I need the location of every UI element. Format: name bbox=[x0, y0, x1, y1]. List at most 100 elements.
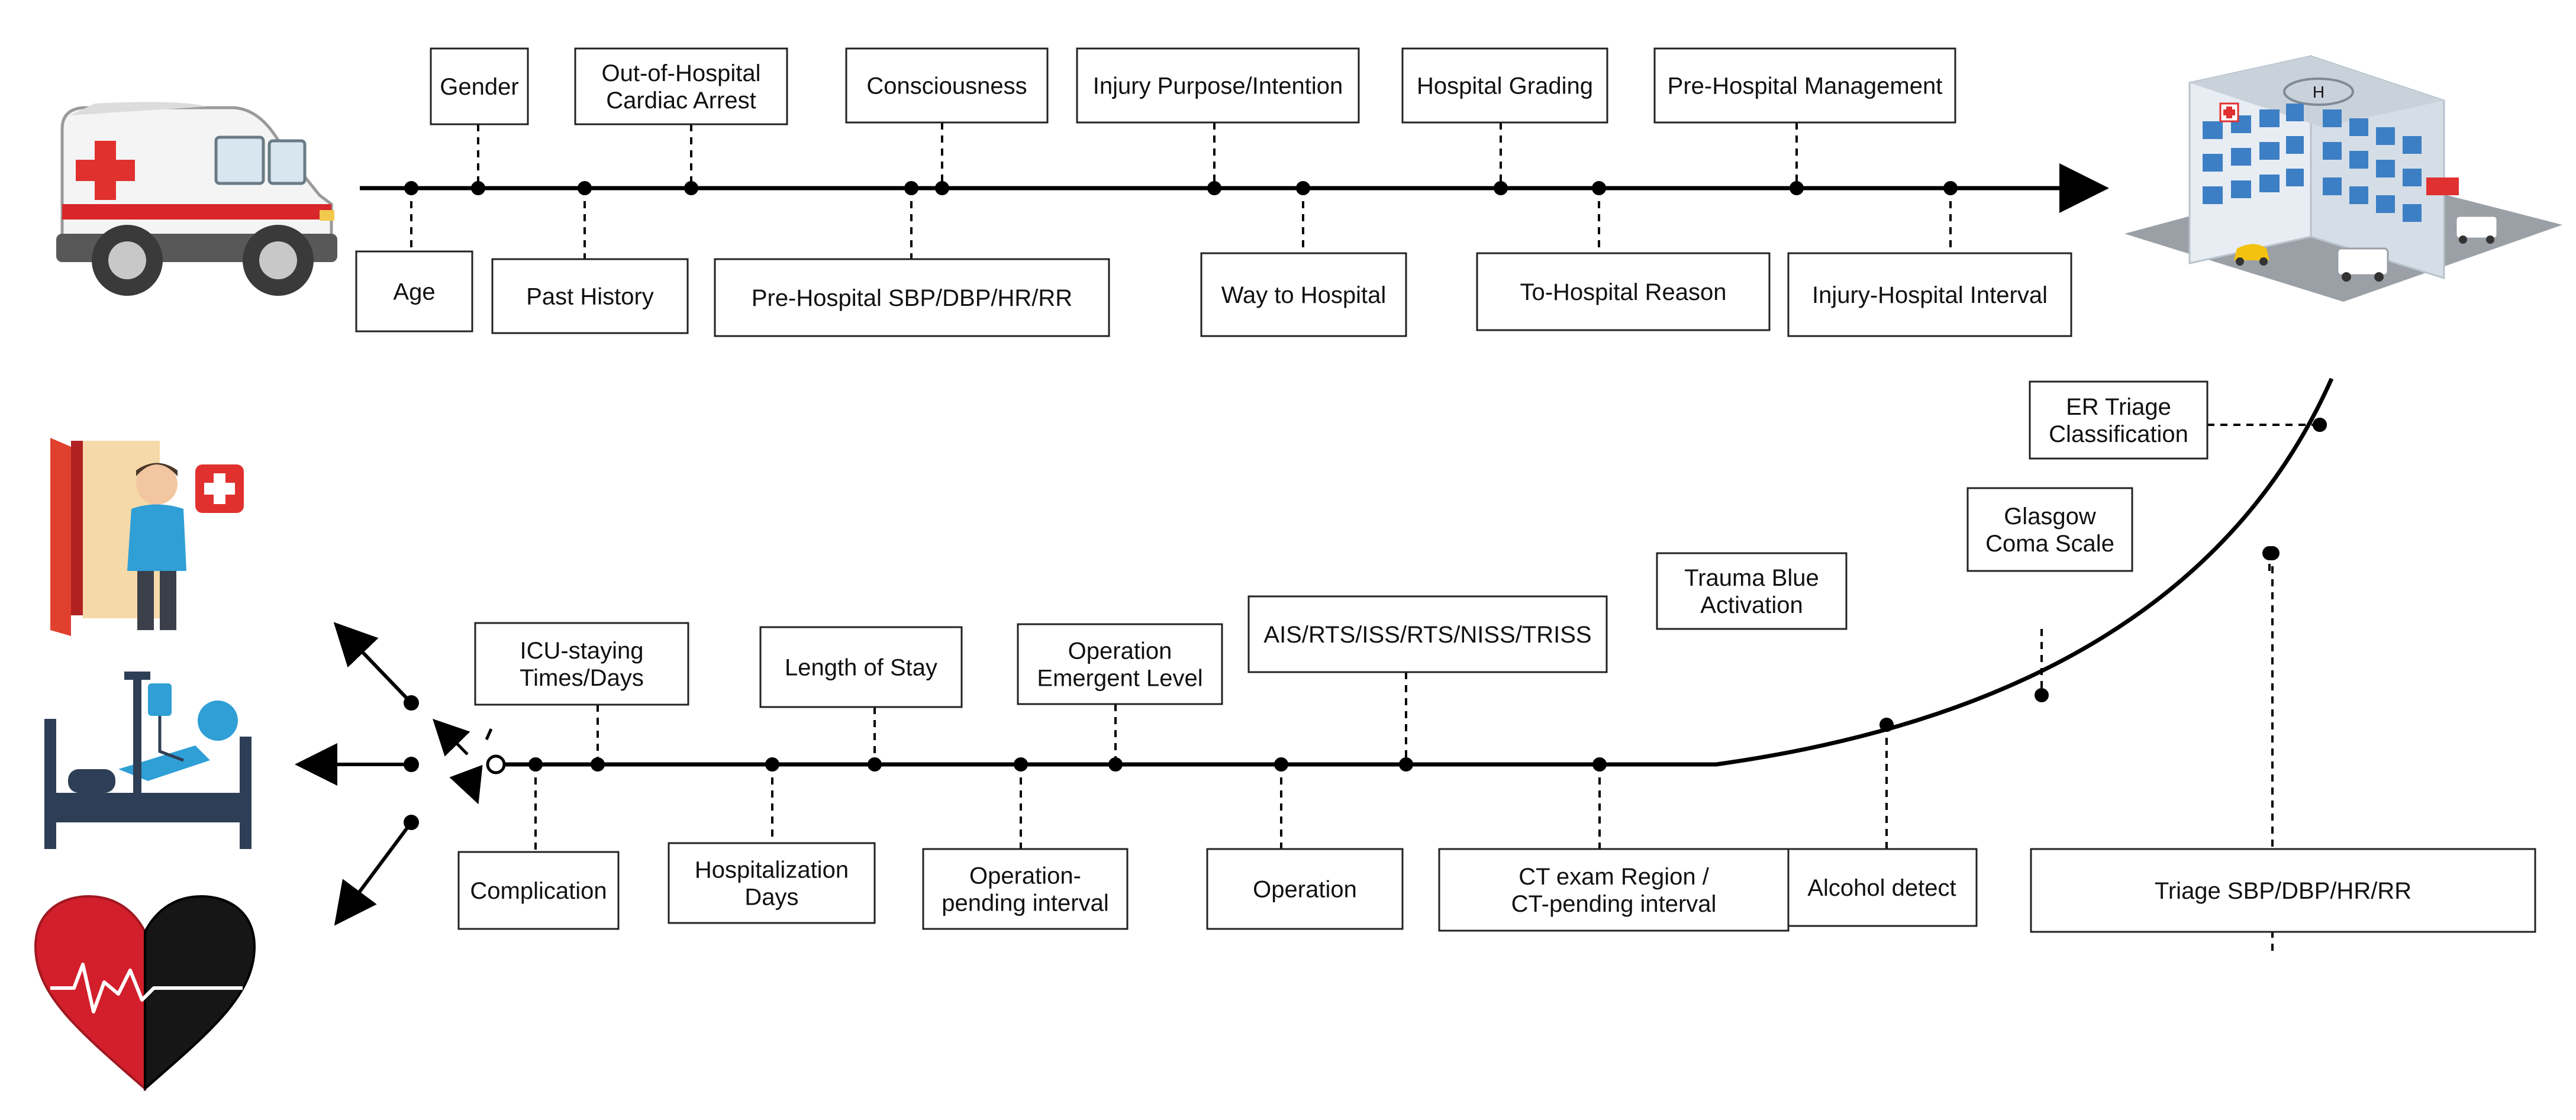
complication-label-box: Complication bbox=[457, 851, 620, 930]
operation-pending-box-frame bbox=[922, 848, 1129, 930]
way-to-hospital-box-frame bbox=[1200, 252, 1407, 337]
prehospital-management-label-box: Pre-Hospital Management bbox=[1653, 47, 1956, 124]
ambulance-icon bbox=[56, 102, 337, 296]
operation-level-label-line: Operation bbox=[1068, 638, 1172, 664]
glasgow-label-line: Coma Scale bbox=[1985, 531, 2114, 557]
ct-exam-label-line: CT-pending interval bbox=[1511, 891, 1717, 917]
er-triage-label-line: ER Triage bbox=[2066, 394, 2171, 420]
er-triage-box-frame bbox=[2029, 380, 2209, 460]
hospitalization-days-box-frame bbox=[668, 842, 876, 924]
heart-monitor-icon bbox=[34, 895, 256, 1092]
operation-pending-label-line: Operation- bbox=[969, 863, 1081, 889]
ct-exam-label-box: CT exam Region /CT-pending interval bbox=[1438, 848, 1790, 932]
ais-scores-label-box: AIS/RTS/ISS/RTS/NISS/TRISS bbox=[1247, 595, 1608, 673]
injury-hospital-interval-label-box: Injury-Hospital Interval bbox=[1787, 252, 2072, 337]
way-to-hospital-label-box: Way to Hospital bbox=[1200, 252, 1407, 337]
injury-purpose-box-frame bbox=[1076, 47, 1360, 124]
consciousness-label-line: Consciousness bbox=[866, 73, 1027, 99]
operation-box-frame bbox=[1206, 848, 1404, 930]
operation-level-box-frame bbox=[1017, 623, 1223, 705]
length-of-stay-label-line: Length of Stay bbox=[785, 655, 937, 681]
ct-exam-box-frame bbox=[1438, 848, 1790, 932]
age-label-box: Age bbox=[355, 250, 473, 333]
operation-label-box: Operation bbox=[1206, 848, 1404, 930]
timeline-point bbox=[2313, 418, 2327, 432]
way-to-hospital-label-line: Way to Hospital bbox=[1221, 282, 1387, 308]
complication-label-line: Complication bbox=[470, 878, 607, 904]
hospital-grading-box-frame bbox=[1401, 47, 1608, 124]
prehospital-vitals-label-box: Pre-Hospital SBP/DBP/HR/RR bbox=[714, 258, 1110, 337]
triage-vitals-label-box: Triage SBP/DBP/HR/RR bbox=[2030, 848, 2536, 933]
discharge-door-icon bbox=[50, 438, 244, 636]
operation-level-point bbox=[1108, 757, 1123, 772]
operation-pending-label-line: pending interval bbox=[942, 890, 1108, 916]
glasgow-label-line: Glasgow bbox=[2004, 503, 2096, 530]
ais-scores-point bbox=[1399, 757, 1413, 772]
trauma-blue-box-frame bbox=[1656, 552, 1848, 630]
hospital-bed-icon bbox=[44, 672, 252, 849]
age-box-frame bbox=[355, 250, 473, 333]
length-of-stay-point bbox=[868, 757, 882, 772]
injury-hospital-interval-box-frame bbox=[1787, 252, 2072, 337]
operation-label-line: Operation bbox=[1253, 877, 1357, 903]
way-to-hospital-point bbox=[1296, 181, 1310, 195]
prehospital-management-box-frame bbox=[1653, 47, 1956, 124]
gender-label-box: Gender bbox=[430, 47, 529, 125]
arrow-to-discharge bbox=[333, 622, 413, 705]
ohca-label-line: Cardiac Arrest bbox=[606, 88, 756, 114]
triage-vitals-label-line: Triage SBP/DBP/HR/RR bbox=[2155, 878, 2411, 904]
ohca-box-frame bbox=[574, 47, 788, 125]
hospitalization-days-point bbox=[765, 757, 779, 772]
outcome-arrows bbox=[295, 622, 493, 926]
triage-vitals-box-frame bbox=[2030, 848, 2536, 933]
to-hospital-reason-point bbox=[1592, 181, 1606, 195]
hospital-grading-label-box: Hospital Grading bbox=[1401, 47, 1608, 124]
length-of-stay-box-frame bbox=[759, 626, 963, 708]
dots-layer bbox=[404, 181, 2327, 772]
bottom-timeline-line bbox=[497, 377, 2334, 767]
hospitalization-days-label-line: Days bbox=[744, 885, 798, 911]
arrow-to-death bbox=[334, 821, 413, 926]
ohca-point bbox=[684, 181, 698, 195]
operation-point bbox=[1274, 757, 1288, 772]
svg-text:H: H bbox=[2313, 83, 2324, 101]
consciousness-label-box: Consciousness bbox=[845, 47, 1049, 124]
hospital-grading-point bbox=[1494, 181, 1508, 195]
hospitalization-days-label-line: Hospitalization bbox=[695, 857, 849, 883]
past-history-label-line: Past History bbox=[526, 284, 654, 310]
gender-point bbox=[471, 181, 485, 195]
trauma-blue-label-line: Trauma Blue bbox=[1684, 565, 1819, 591]
icu-staying-box-frame bbox=[474, 622, 689, 706]
injury-hospital-interval-label-line: Injury-Hospital Interval bbox=[1812, 282, 2048, 308]
ct-exam-label-line: CT exam Region / bbox=[1518, 864, 1710, 890]
complication-box-frame bbox=[457, 851, 620, 930]
past-history-box-frame bbox=[491, 258, 689, 334]
to-hospital-reason-box-frame bbox=[1476, 252, 1771, 331]
past-history-point bbox=[578, 181, 592, 195]
gender-box-frame bbox=[430, 47, 529, 125]
age-label-line: Age bbox=[393, 279, 435, 305]
prehospital-management-label-line: Pre-Hospital Management bbox=[1668, 73, 1943, 99]
operation-pending-label-box: Operation-pending interval bbox=[922, 848, 1129, 930]
past-history-label-box: Past History bbox=[491, 258, 689, 334]
consciousness-box-frame bbox=[845, 47, 1049, 124]
icu-staying-label-line: Times/Days bbox=[520, 665, 644, 691]
ais-scores-label-line: AIS/RTS/ISS/RTS/NISS/TRISS bbox=[1263, 622, 1591, 648]
glasgow-box-frame bbox=[1966, 487, 2133, 572]
alcohol-label-box: Alcohol detect bbox=[1786, 848, 1978, 927]
injury-purpose-point bbox=[1207, 181, 1221, 195]
prehospital-management-point bbox=[1790, 181, 1804, 195]
connectors-layer bbox=[410, 122, 2320, 953]
er-triage-label-line: Classification bbox=[2049, 421, 2188, 447]
icu-staying-point bbox=[591, 757, 605, 772]
prehospital-vitals-point bbox=[904, 181, 918, 195]
operation-level-label-line: Emergent Level bbox=[1037, 666, 1202, 692]
